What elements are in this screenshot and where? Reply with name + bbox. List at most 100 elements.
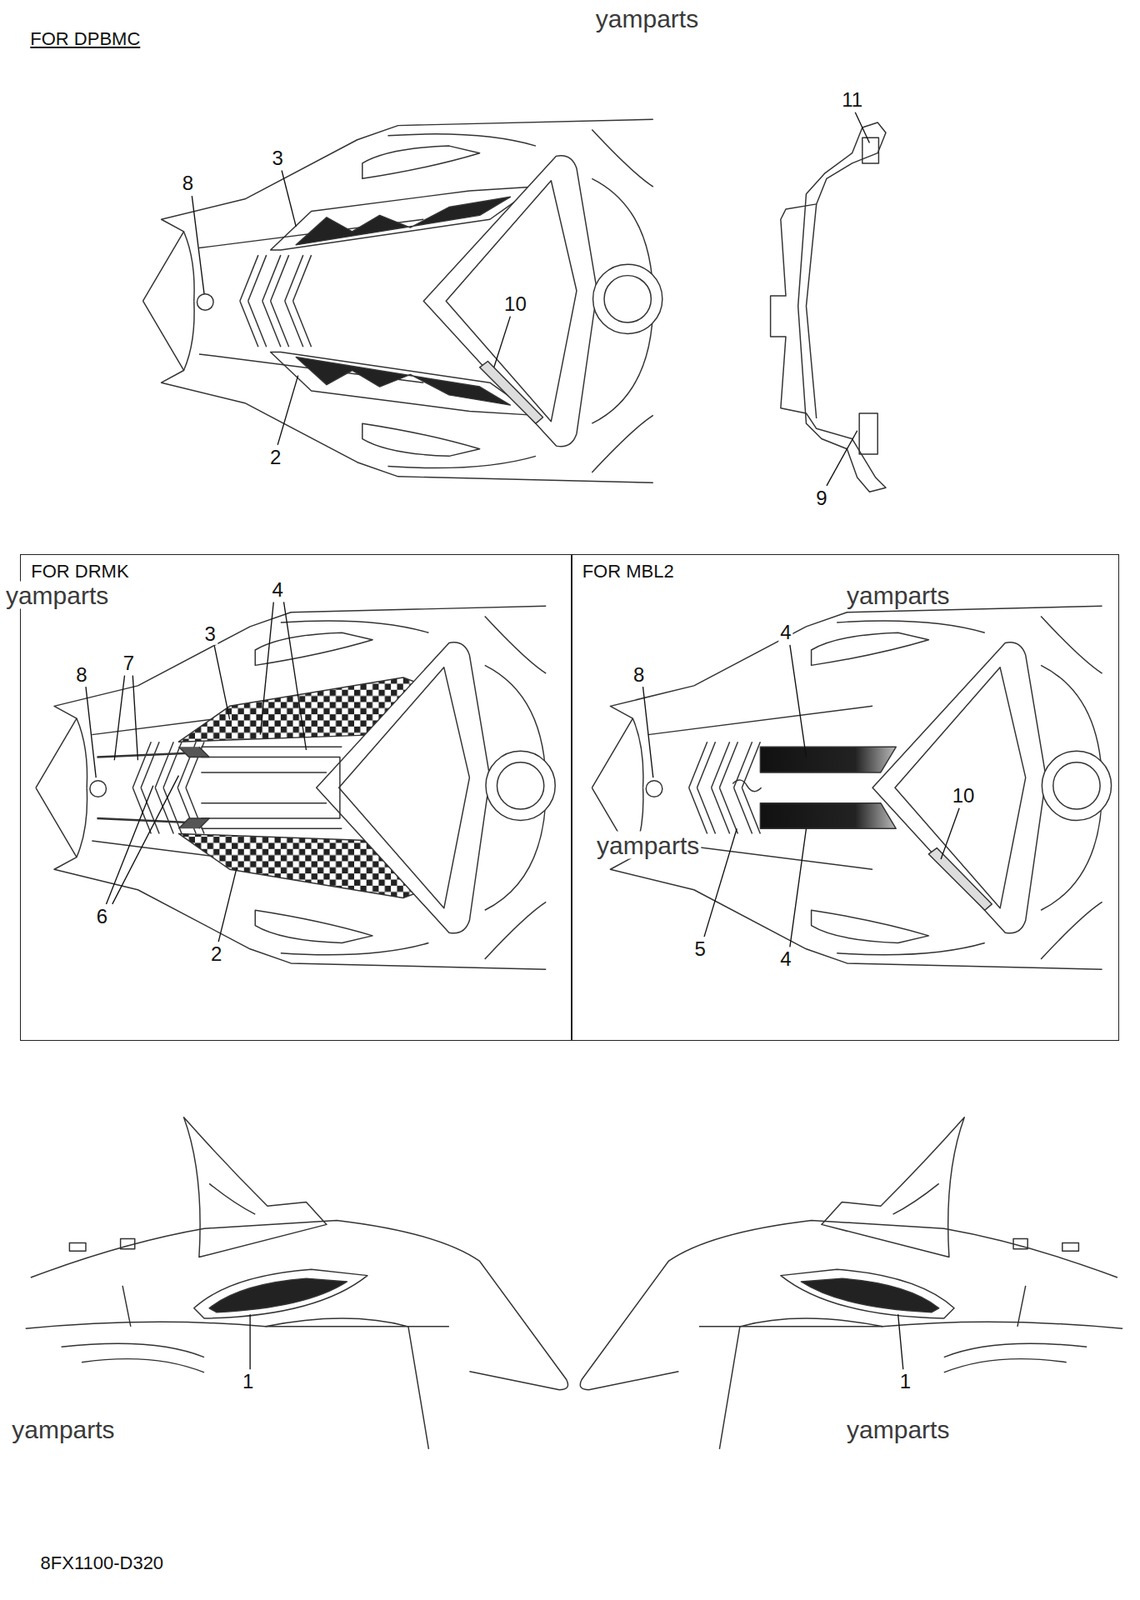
callout-number: 10 [950,785,977,807]
headlight [496,762,544,810]
nose-contour [184,300,195,370]
side-scoop [255,910,373,943]
chevron [248,255,267,301]
chevron [270,300,290,347]
decal-1-print [209,1278,347,1312]
headlight [604,275,651,323]
emblem-decal [90,780,107,798]
leader-line [281,170,296,226]
body-outline [580,1220,1118,1390]
leader-line [826,430,858,486]
chevron [270,255,290,301]
chevron [711,741,730,788]
script-decal [732,780,761,792]
side-contour [591,130,653,188]
hood-top-view [35,605,555,970]
pin-stripe-decal [96,818,189,823]
side-scoop [362,145,480,179]
callout-number: 1 [898,1370,913,1393]
headlight-ring [485,750,555,820]
windshield-inner [339,667,470,909]
front-view [770,122,886,492]
side-contour [485,901,546,960]
chevron [285,255,304,301]
side-scoop [362,423,480,456]
leader-line [790,828,807,947]
headlight-ring [593,264,663,334]
leader-line [85,686,96,778]
side-contour [387,455,536,468]
chevron [293,255,312,301]
pin-stripe-decal [96,753,189,758]
emblem-decal [196,294,214,311]
side-contour [387,134,536,146]
leader-line [277,375,298,445]
leader-lines [85,112,960,1370]
side-scoop [811,910,930,943]
callout-number: 7 [121,652,136,675]
panel-line [1017,1285,1026,1327]
watermark: yamparts [845,581,951,610]
chevron [285,300,304,347]
leader-line [284,601,307,750]
callout-number: 8 [631,663,646,685]
chevron [163,741,182,788]
chevron [248,300,267,347]
leader-line [260,601,274,735]
panel-line [122,1285,131,1327]
variant-panel: FOR DRMK [20,554,571,1041]
callout-number: 8 [180,172,195,195]
hood-top-view [591,605,1111,970]
louver [61,1343,205,1357]
leader-line [940,808,960,860]
leader-line [898,1314,904,1370]
decal-1-print [800,1278,939,1312]
chevron [719,741,738,788]
emblem-decal [645,780,663,798]
leader-line [114,675,125,761]
panel-heading: FOR MBL2 [580,560,676,583]
side-contour [591,415,653,473]
side-contour [485,616,546,675]
windshield-decal [480,360,544,424]
body-outline [30,1220,569,1390]
louver [81,1359,205,1373]
leader-line [855,112,870,144]
side-contour [836,942,985,955]
callout-number: 5 [692,938,707,960]
leader-line [218,867,237,942]
band-decal-edge [200,828,342,830]
callout-number: 1 [240,1370,255,1393]
leader-line [132,675,138,761]
front-view-outline [770,122,886,492]
chevron [293,300,312,347]
callout-number: 6 [95,905,110,928]
nose-contour [76,787,88,857]
stripe-decal-print [295,357,510,406]
side-scoop [811,632,930,665]
side-contour [1040,616,1102,675]
side-scoop [255,632,373,665]
leader-line [112,775,180,905]
band-decal-edge [200,746,342,748]
windshield-decal [928,848,992,911]
nose-contour [184,231,195,301]
chevron [262,300,281,347]
stripe-decal-print [295,196,510,245]
bar-decal [760,803,896,830]
callout-number: 3 [203,622,218,645]
chevron [240,300,259,347]
headlight-housing [265,1318,429,1450]
headlight-ring [1041,750,1111,820]
variant-heading: FOR DPBMC [28,28,142,49]
chevron [719,787,738,834]
decal-9 [859,413,878,455]
watermark: yamparts [10,1415,116,1443]
chevron-decal [178,746,210,757]
leader-line [249,1314,250,1370]
decal-1-outline [194,1269,368,1319]
windshield-fin [821,1117,965,1258]
chevron [696,787,715,834]
decal-11 [862,137,880,164]
